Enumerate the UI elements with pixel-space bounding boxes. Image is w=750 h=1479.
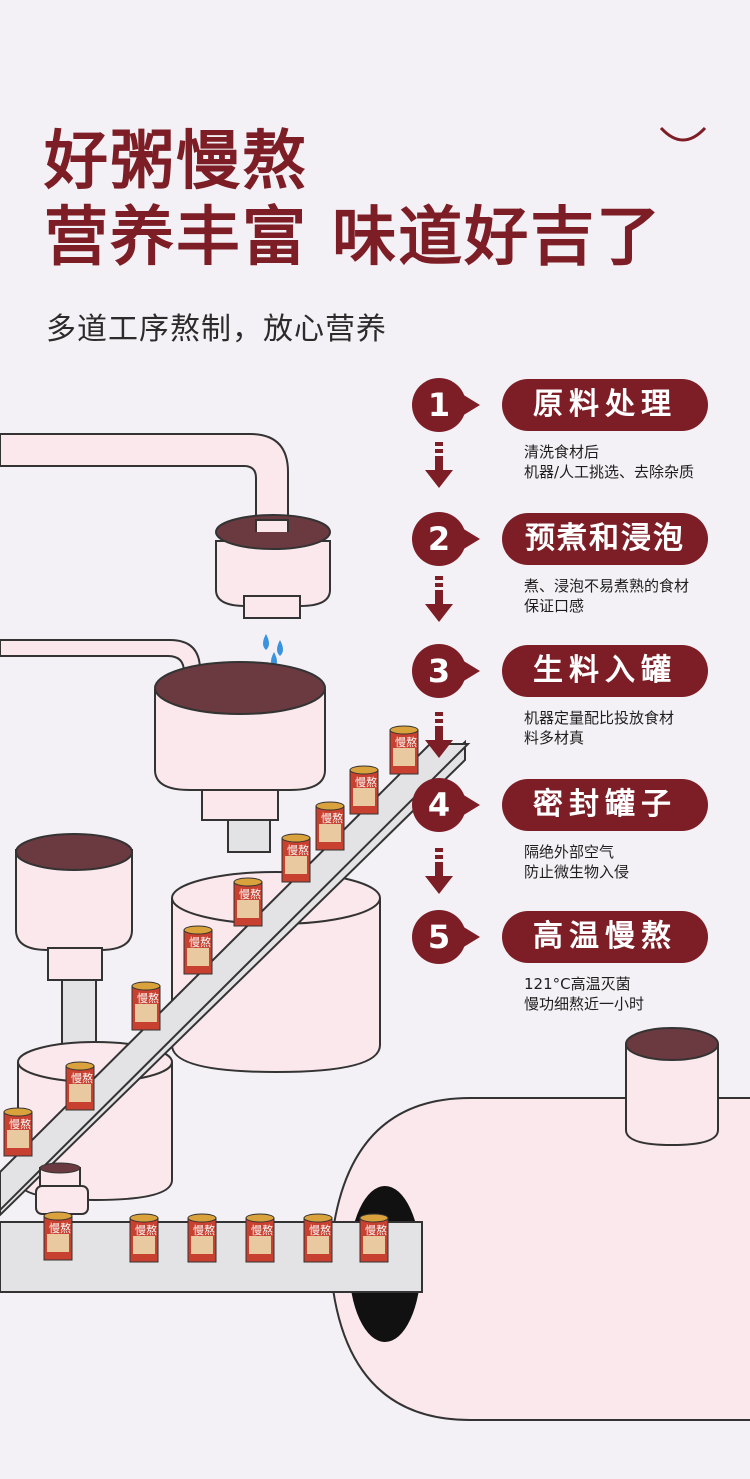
down-arrow-icon <box>425 576 453 622</box>
can-label: 慢熬 <box>189 935 211 949</box>
desc-line: 121°C高温灭菌 <box>524 975 631 993</box>
filling-machine <box>15 833 133 1071</box>
down-arrow-icon <box>425 442 453 488</box>
can-icon: 慢熬 <box>359 1213 389 1263</box>
step-number: 1 <box>412 378 480 432</box>
can-icon: 慢熬 <box>315 801 345 851</box>
step-number: 4 <box>412 778 480 832</box>
step-description: 煮、浸泡不易煮熟的食材 保证口感 <box>524 576 689 616</box>
precook-machine <box>154 661 326 853</box>
desc-line: 隔绝外部空气 <box>524 843 615 861</box>
down-arrow-icon <box>425 712 453 758</box>
washing-machine <box>215 514 331 619</box>
desc-line: 慢功细熬近一小时 <box>524 995 645 1013</box>
can-icon: 慢熬 <box>43 1211 73 1261</box>
can-label: 慢熬 <box>137 991 159 1005</box>
can-label: 慢熬 <box>49 1221 71 1235</box>
step-number: 3 <box>412 644 480 698</box>
can-icon: 慢熬 <box>65 1061 95 1111</box>
step-title: 原料处理 <box>502 379 708 431</box>
headline-line1: 好粥慢熬 <box>44 125 308 199</box>
can-label: 慢熬 <box>287 843 309 857</box>
can-label: 慢熬 <box>135 1223 157 1237</box>
can-label: 慢熬 <box>9 1117 31 1131</box>
step-1: 1 原料处理 清洗食材后 机器/人工挑选、去除杂质 <box>412 378 712 488</box>
can-label: 慢熬 <box>321 811 343 825</box>
down-arrow-icon <box>425 848 453 894</box>
step-5: 5 高温慢熬 121°C高温灭菌 慢功细熬近一小时 <box>412 910 712 1020</box>
can-label: 慢熬 <box>365 1223 387 1237</box>
step-4: 4 密封罐子 隔绝外部空气 防止微生物入侵 <box>412 778 712 888</box>
can-label: 慢熬 <box>71 1071 93 1085</box>
step-title: 密封罐子 <box>502 779 708 831</box>
cans-group: 慢熬慢熬慢熬慢熬慢熬慢熬慢熬慢熬慢熬慢熬慢熬慢熬慢熬慢熬慢熬 <box>3 725 419 1263</box>
desc-line: 清洗食材后 <box>524 443 600 461</box>
step-3: 3 生料入罐 机器定量配比投放食材 料多材真 <box>412 644 712 754</box>
can-label: 慢熬 <box>251 1223 273 1237</box>
can-icon: 慢熬 <box>389 725 419 775</box>
can-icon: 慢熬 <box>187 1213 217 1263</box>
can-label: 慢熬 <box>395 735 417 749</box>
diagonal-conveyor-belt <box>0 743 471 1212</box>
step-title: 预煮和浸泡 <box>502 513 708 565</box>
desc-line: 保证口感 <box>524 597 585 615</box>
small-tank <box>625 1027 719 1147</box>
can-icon: 慢熬 <box>303 1213 333 1263</box>
can-icon: 慢熬 <box>349 765 379 815</box>
can-icon: 慢熬 <box>245 1213 275 1263</box>
sealing-head <box>35 1162 89 1215</box>
can-icon: 慢熬 <box>131 981 161 1031</box>
desc-line: 机器/人工挑选、去除杂质 <box>524 463 695 481</box>
can-label: 慢熬 <box>309 1223 331 1237</box>
step-description: 清洗食材后 机器/人工挑选、去除杂质 <box>524 442 694 482</box>
can-icon: 慢熬 <box>281 833 311 883</box>
step-title: 生料入罐 <box>502 645 708 697</box>
desc-line: 防止微生物入侵 <box>524 863 630 881</box>
desc-line: 料多材真 <box>524 729 585 747</box>
desc-line: 机器定量配比投放食材 <box>524 709 675 727</box>
step-description: 121°C高温灭菌 慢功细熬近一小时 <box>524 974 644 1014</box>
can-icon: 慢熬 <box>3 1107 33 1157</box>
can-icon: 慢熬 <box>233 877 263 927</box>
step-2: 2 预煮和浸泡 煮、浸泡不易煮熟的食材 保证口感 <box>412 512 712 622</box>
step-number: 5 <box>412 910 480 964</box>
can-icon: 慢熬 <box>183 925 213 975</box>
subtitle: 多道工序熬制，放心营养 <box>46 312 387 347</box>
decorative-smile-icon <box>659 126 707 142</box>
can-label: 慢熬 <box>355 775 377 789</box>
desc-line: 煮、浸泡不易煮熟的食材 <box>524 577 690 595</box>
can-label: 慢熬 <box>239 887 261 901</box>
headline-line2: 营养丰富 味道好吉了 <box>44 201 663 275</box>
can-label: 慢熬 <box>193 1223 215 1237</box>
can-icon: 慢熬 <box>129 1213 159 1263</box>
step-description: 隔绝外部空气 防止微生物入侵 <box>524 842 629 882</box>
step-description: 机器定量配比投放食材 料多材真 <box>524 708 674 748</box>
step-title: 高温慢熬 <box>502 911 708 963</box>
step-number: 2 <box>412 512 480 566</box>
